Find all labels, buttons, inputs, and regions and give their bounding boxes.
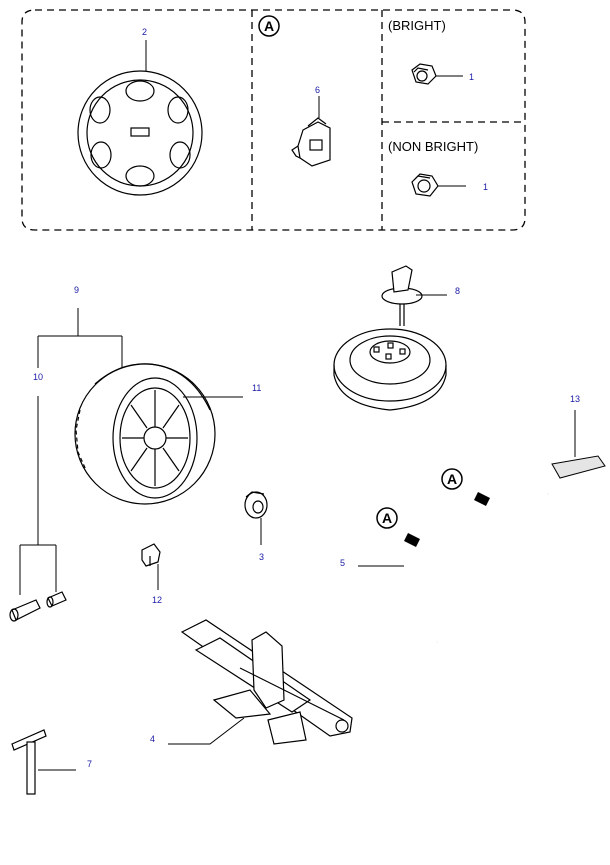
callout-1b: 1 <box>483 182 488 192</box>
view-marker-arrow-2: A <box>376 507 420 547</box>
lug-nut-non-bright <box>411 173 439 197</box>
lug-nut-bright <box>411 63 437 85</box>
spare-tire <box>333 328 447 411</box>
header-bright: (BRIGHT) <box>388 18 446 33</box>
callout-2: 2 <box>142 27 147 37</box>
callout-13: 13 <box>570 394 580 404</box>
valve-cap-12 <box>141 543 161 567</box>
callout-11: 11 <box>252 383 261 393</box>
callout-7: 7 <box>87 759 92 769</box>
hub-cap-3 <box>244 491 268 519</box>
spare-tire-clamp <box>381 265 423 326</box>
callout-12: 12 <box>152 595 162 605</box>
header-non-bright: (NON BRIGHT) <box>388 139 478 154</box>
mat-13 <box>551 455 606 479</box>
view-marker-arrow-2-letter: A <box>382 510 392 526</box>
tire-valve-a <box>9 599 41 622</box>
tire-valve-b <box>46 591 67 608</box>
tire-wheel-assembly <box>74 363 216 505</box>
leader-4 <box>168 717 245 745</box>
callout-10: 10 <box>33 372 43 382</box>
callout-6: 6 <box>315 85 320 95</box>
leader-9-bracket <box>37 308 123 372</box>
callout-1a: 1 <box>469 72 474 82</box>
leader-10-bracket <box>19 396 57 595</box>
callout-3: 3 <box>259 552 264 562</box>
callout-4: 4 <box>150 734 155 744</box>
view-marker-arrow-1-letter: A <box>447 471 457 487</box>
view-marker-box: A <box>258 15 280 37</box>
callout-8: 8 <box>455 286 460 296</box>
callout-9: 9 <box>74 285 79 295</box>
jack-handle <box>403 488 549 643</box>
scissor-jack <box>180 619 353 745</box>
wheel-cover <box>77 70 203 196</box>
inset-box <box>21 9 526 231</box>
t-wrench <box>11 729 47 795</box>
lock-clip <box>291 117 331 167</box>
view-marker-arrow-1: A <box>441 468 490 506</box>
view-marker-box-letter: A <box>264 18 274 34</box>
callout-5: 5 <box>340 558 345 568</box>
